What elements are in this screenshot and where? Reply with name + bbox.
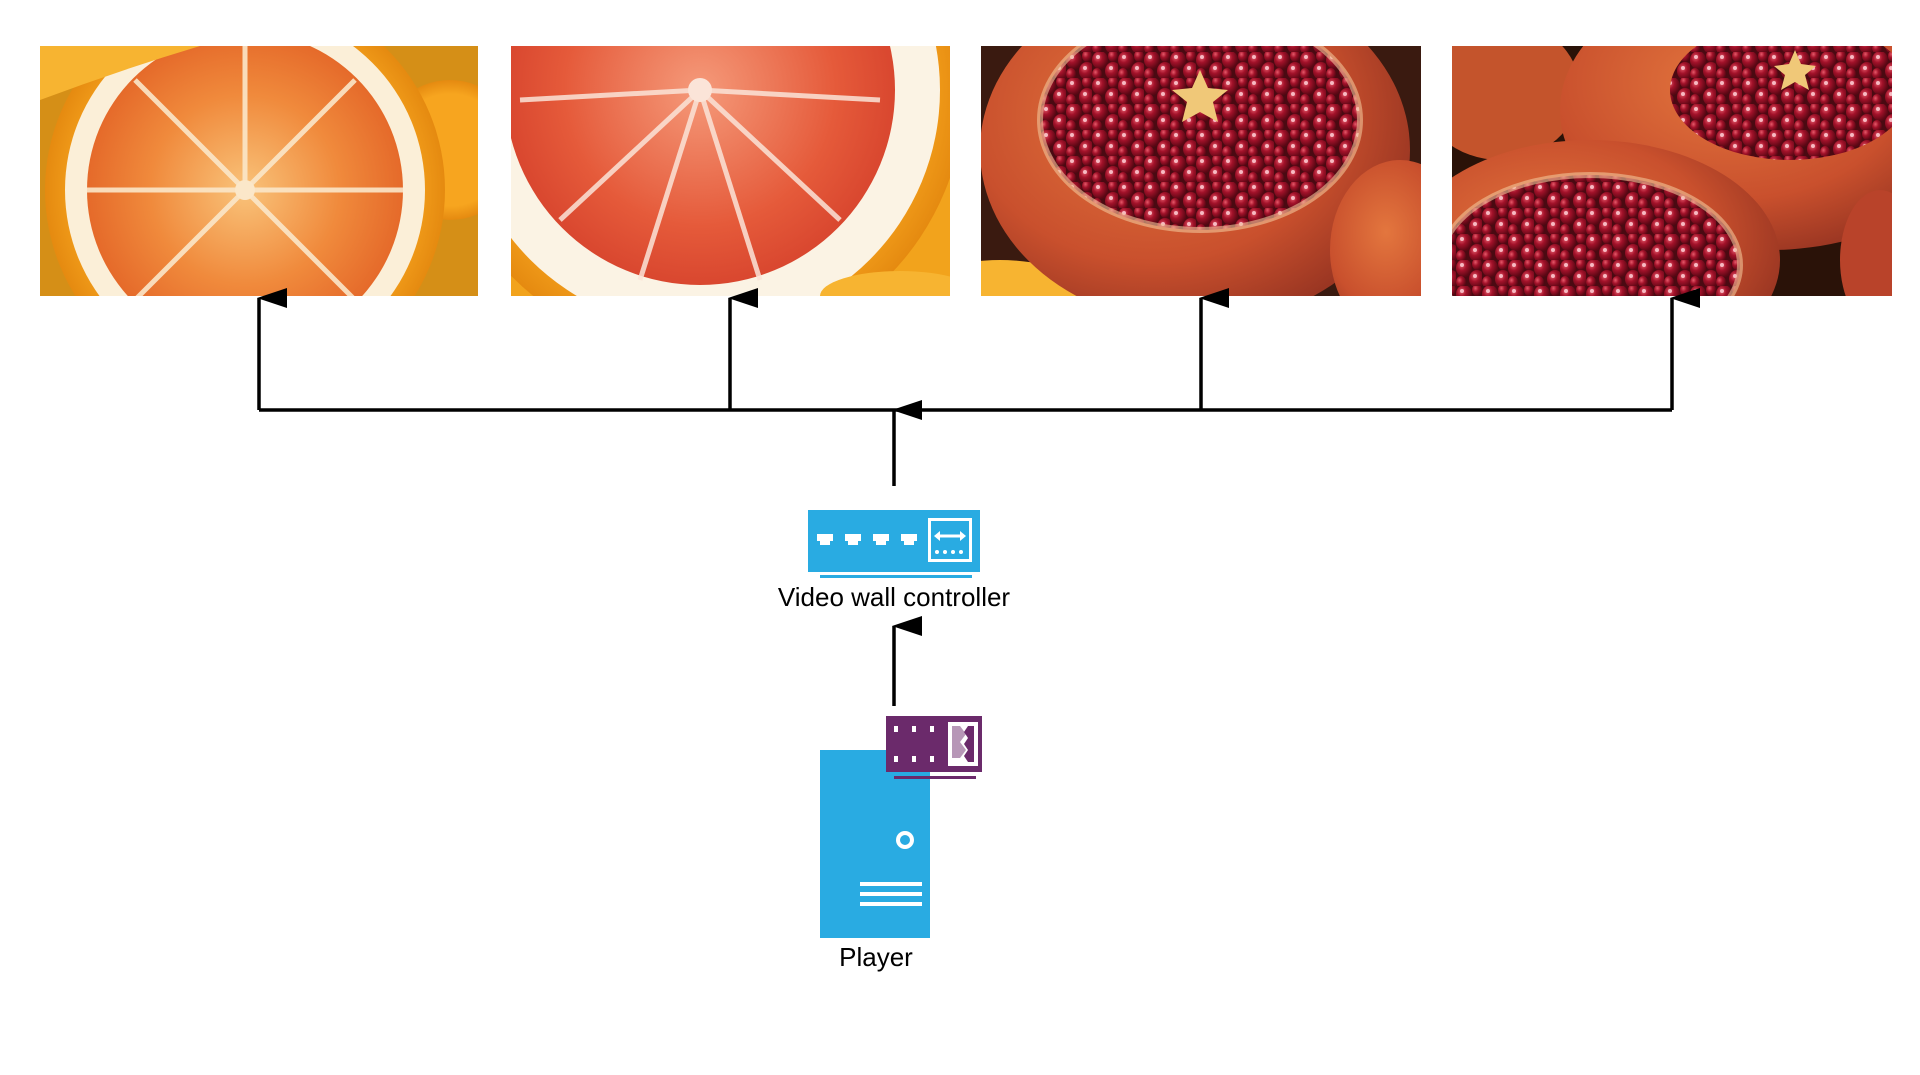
display-4 bbox=[1452, 46, 1892, 296]
display-3 bbox=[981, 46, 1421, 296]
server-tower-icon bbox=[820, 750, 930, 938]
video-wall-controller-icon bbox=[808, 510, 980, 578]
connector-lines bbox=[257, 288, 1700, 706]
controller-label: Video wall controller bbox=[778, 582, 1011, 612]
video-card-icon bbox=[886, 716, 982, 779]
display-1 bbox=[40, 46, 478, 296]
display-2 bbox=[511, 46, 950, 296]
player-label: Player bbox=[839, 942, 913, 972]
